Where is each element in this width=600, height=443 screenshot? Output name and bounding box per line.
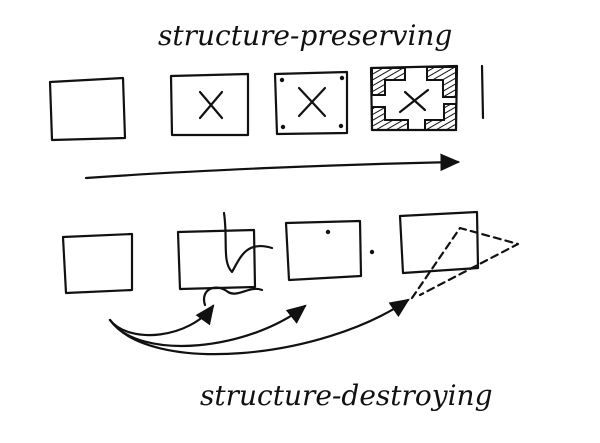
top-box-plain	[48, 76, 127, 142]
bottom-label: structure-destroying	[200, 379, 493, 412]
bottom-box-dots	[284, 219, 375, 282]
bottom-box-squiggle	[176, 211, 274, 307]
bottom-arrows	[108, 298, 410, 356]
top-box-hatched	[369, 64, 459, 132]
top-label: structure-preserving	[158, 19, 452, 52]
top-arrow	[84, 153, 461, 180]
vertical-mark	[480, 64, 485, 120]
bottom-box-skewed	[398, 210, 520, 300]
top-box-x	[169, 72, 250, 137]
bottom-box-plain	[61, 232, 134, 295]
top-box-x-dots	[273, 70, 349, 136]
